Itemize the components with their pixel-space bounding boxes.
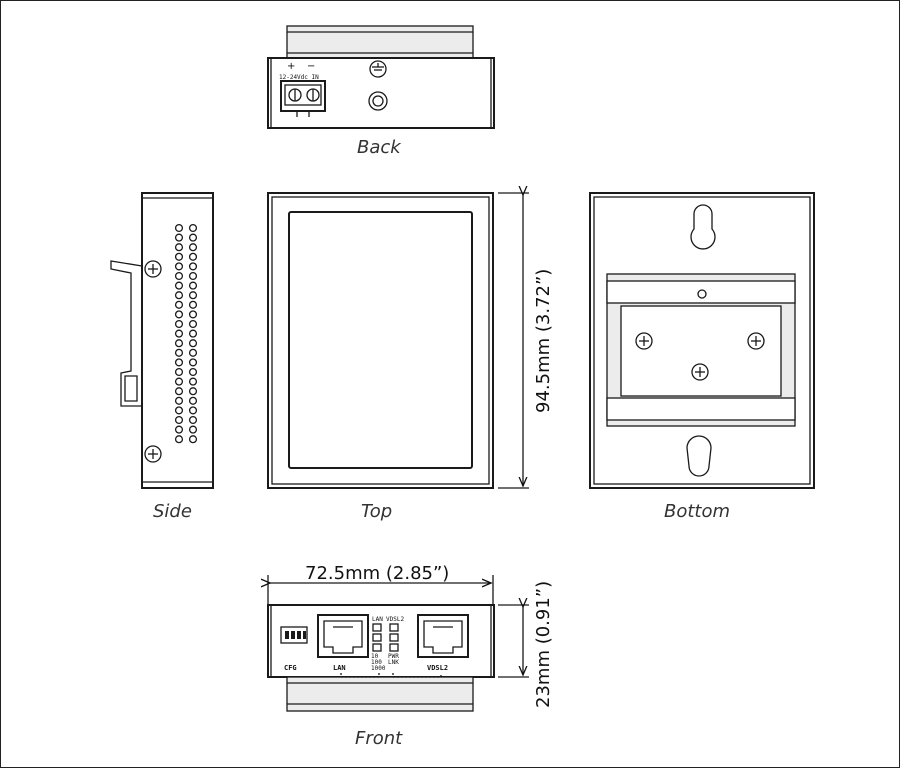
led-1000-label: 1000	[371, 665, 386, 672]
bottom-screw-left-icon	[635, 332, 653, 350]
top-view: Top 94.5mm (3.72”)	[267, 193, 554, 522]
vent-hole	[174, 252, 184, 261]
vent-hole	[188, 367, 198, 377]
vent-holes	[174, 223, 198, 444]
side-view-label: Side	[153, 501, 192, 522]
vent-hole	[174, 377, 184, 386]
power-terminal	[280, 80, 326, 117]
vdsl-port-icon	[417, 614, 469, 658]
vent-hole	[188, 387, 198, 396]
vent-hole	[174, 243, 184, 252]
power-minus-label: −	[307, 61, 315, 72]
vent-hole	[188, 415, 198, 425]
lan-port-label: LAN	[333, 664, 346, 672]
din-rail-plate	[606, 273, 796, 427]
vent-hole	[174, 233, 184, 242]
vent-hole	[174, 367, 184, 377]
lan-port-icon	[317, 614, 369, 658]
led-100-label: 100	[371, 659, 382, 666]
vent-hole	[188, 348, 198, 357]
side-screw-top-icon	[144, 260, 162, 278]
led-group-vdsl-label: VDSL2	[386, 616, 404, 623]
top-panel	[288, 211, 473, 469]
led-indicators: LAN VDSL2 10 100 1000 PWR LNK	[371, 616, 404, 672]
led-group-lan-label: LAN	[372, 616, 383, 623]
side-screw-bottom-icon	[144, 445, 162, 463]
ground-icon	[369, 60, 387, 78]
vent-hole	[188, 252, 198, 261]
ground-screw-icon	[368, 91, 388, 111]
vent-hole	[188, 271, 198, 281]
led-lnk-label: LNK	[388, 659, 399, 666]
vent-hole	[174, 300, 184, 309]
vent-hole	[174, 396, 184, 405]
width-dimension-label: 72.5mm (2.85”)	[305, 563, 449, 584]
bottom-screw-right-icon	[747, 332, 765, 350]
vent-hole	[188, 319, 198, 329]
side-view: Side	[110, 192, 214, 522]
vent-hole	[188, 233, 198, 242]
bottom-screw-center-icon	[691, 363, 709, 381]
keyhole-bottom-icon	[686, 435, 712, 477]
vent-hole	[174, 358, 184, 367]
vent-hole	[188, 358, 198, 367]
front-view-label: Front	[355, 728, 403, 749]
led-pwr-label: PWR	[388, 653, 399, 660]
vent-hole	[174, 387, 184, 396]
vent-hole	[174, 406, 184, 415]
vent-hole	[174, 281, 184, 290]
vent-hole	[188, 262, 198, 271]
front-din-rail	[286, 676, 474, 712]
vent-hole	[188, 396, 198, 405]
vent-hole	[174, 271, 184, 281]
vent-hole	[188, 291, 198, 300]
vent-hole	[174, 425, 184, 434]
height-dimension: 94.5mm (3.72”)	[498, 193, 554, 489]
power-plus-label: +	[287, 61, 295, 72]
vent-hole	[174, 415, 184, 425]
depth-dimension-label: 23mm (0.91”)	[533, 581, 554, 708]
cfg-label: CFG	[284, 664, 297, 672]
vent-hole	[188, 435, 198, 444]
vent-hole	[188, 406, 198, 415]
vdsl-port-label: VDSL2	[427, 664, 448, 672]
vent-hole	[174, 262, 184, 271]
vent-hole	[188, 329, 198, 338]
vent-hole	[188, 339, 198, 348]
vent-hole	[188, 310, 198, 319]
front-view: 72.5mm (2.85”) CFG LAN LAN VDSL2	[268, 563, 554, 749]
vent-hole	[174, 435, 184, 444]
vent-hole	[174, 319, 184, 329]
keyhole-top-icon	[690, 204, 716, 250]
back-view-label: Back	[357, 137, 402, 158]
vent-hole	[174, 348, 184, 357]
din-clip	[110, 260, 143, 407]
bottom-view-label: Bottom	[664, 501, 730, 522]
led-10-label: 10	[371, 653, 379, 660]
top-view-label: Top	[361, 501, 392, 522]
height-dimension-label: 94.5mm (3.72”)	[533, 269, 554, 413]
cfg-dip-switch	[280, 626, 308, 644]
vent-hole	[188, 300, 198, 309]
width-dimension: 72.5mm (2.85”)	[268, 563, 494, 607]
vent-hole	[188, 281, 198, 290]
vent-hole	[188, 243, 198, 252]
vent-hole	[174, 310, 184, 319]
vent-hole	[174, 329, 184, 338]
bottom-view: Bottom	[589, 192, 815, 522]
power-input-label: 12-24Vdc IN	[279, 74, 319, 81]
vent-hole	[188, 223, 198, 233]
vent-hole	[188, 377, 198, 386]
vent-hole	[174, 339, 184, 348]
vent-hole	[174, 223, 184, 233]
vent-hole	[174, 291, 184, 300]
vent-hole	[188, 425, 198, 434]
back-view: + − 12-24Vdc IN Back	[267, 25, 495, 158]
depth-dimension: 23mm (0.91”)	[498, 581, 554, 708]
